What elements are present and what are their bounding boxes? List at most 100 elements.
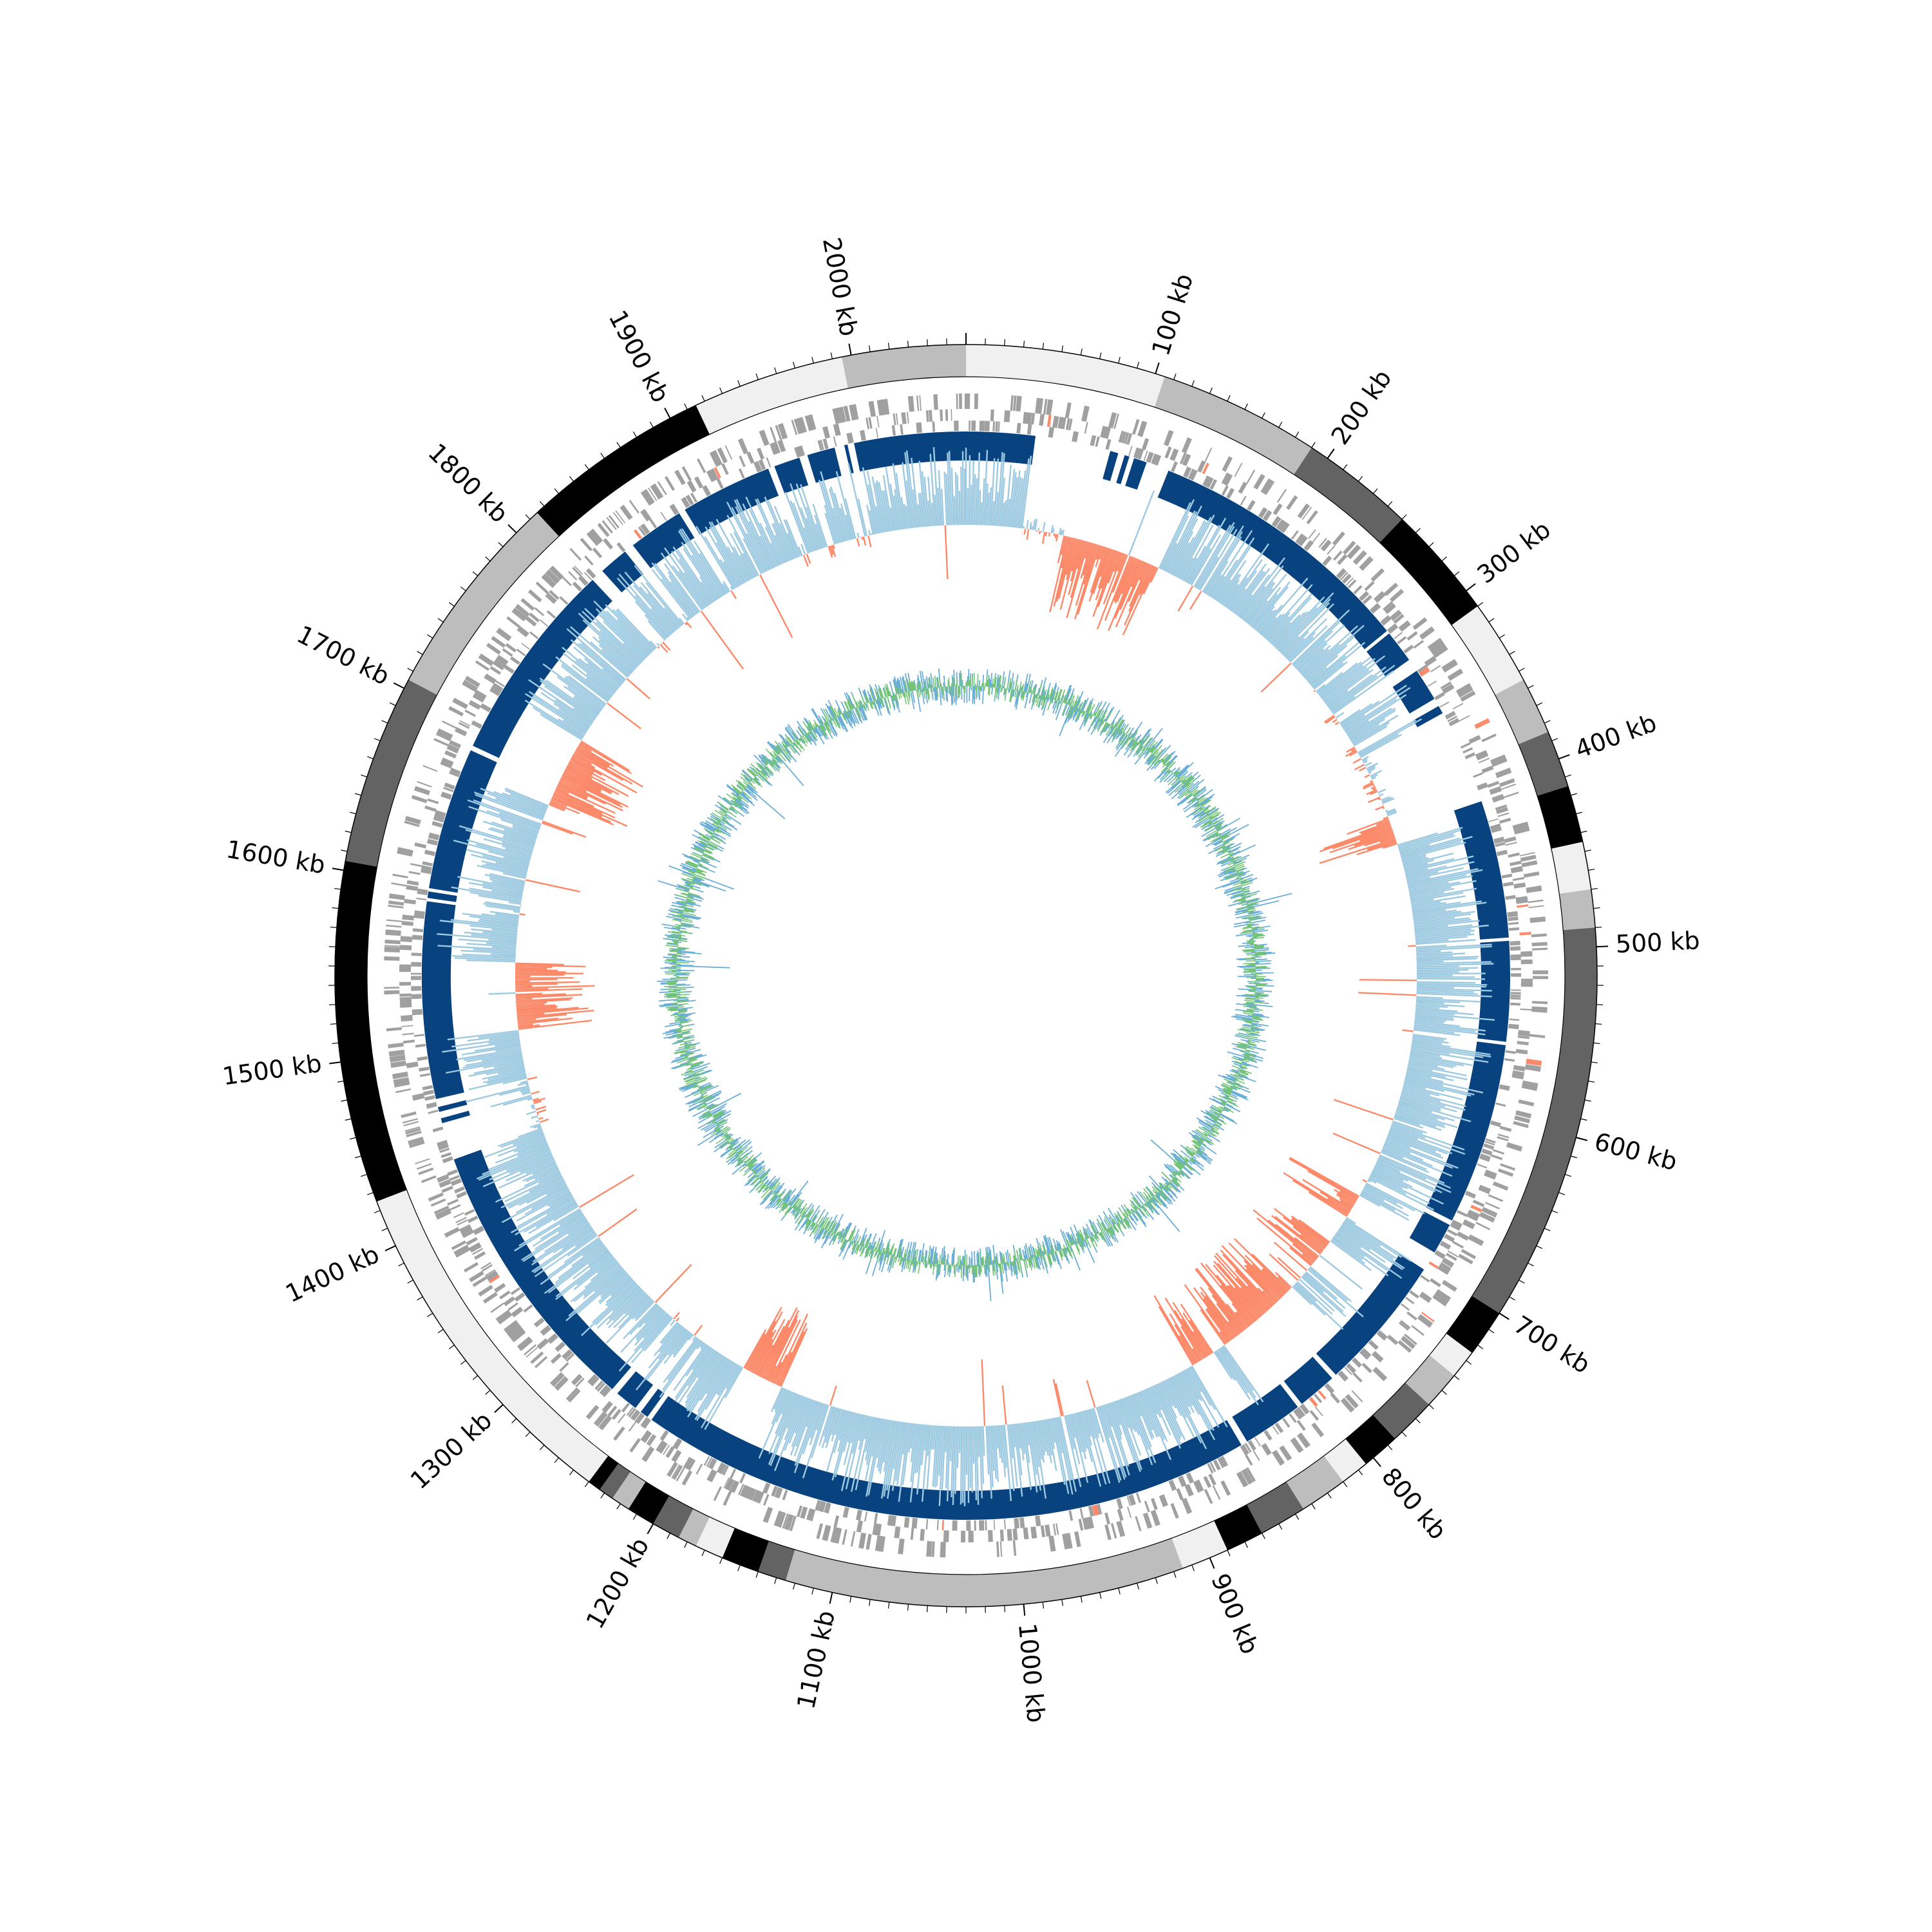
minor-tick <box>525 1432 531 1437</box>
gene-mark <box>411 994 422 999</box>
gene-mark <box>702 485 711 497</box>
major-tick <box>1327 448 1335 459</box>
gene-mark <box>1007 410 1010 422</box>
homology-block-30 <box>844 444 854 474</box>
minor-tick <box>1519 1280 1525 1283</box>
gene-mark <box>1340 572 1349 581</box>
gene-mark <box>1308 529 1316 540</box>
contig-segment-25 <box>678 1509 710 1546</box>
gene-mark <box>1497 1168 1514 1177</box>
gene-mark <box>1439 1240 1452 1250</box>
gene-mark <box>1468 1234 1484 1246</box>
gene-mark <box>472 1276 488 1287</box>
gene-mark <box>442 720 457 729</box>
gene-mark <box>926 1540 930 1557</box>
gene-mark <box>428 835 439 841</box>
gene-mark <box>510 656 520 665</box>
gene-mark <box>1528 905 1544 909</box>
gene-mark <box>1274 505 1283 515</box>
gene-mark <box>1477 1163 1488 1169</box>
gene-mark <box>419 1066 430 1072</box>
gene-mark <box>1372 1367 1388 1381</box>
gene-mark <box>423 1090 434 1096</box>
gene-mark <box>399 964 412 969</box>
minor-tick <box>869 345 871 352</box>
gene-mark <box>995 421 998 432</box>
minor-tick <box>1261 412 1265 419</box>
gene-mark <box>386 924 402 928</box>
minor-tick <box>1415 1418 1421 1424</box>
gene-mark <box>503 1296 515 1307</box>
gene-mark <box>1397 636 1407 645</box>
gene-mark <box>936 1519 939 1530</box>
gene-mark <box>1479 1211 1495 1223</box>
gene-mark <box>455 1217 467 1224</box>
gene-mark <box>1245 1454 1253 1466</box>
gene-mark <box>433 1206 450 1215</box>
gene-mark <box>1144 1501 1150 1513</box>
scale-ticks <box>328 333 1609 1616</box>
minor-tick <box>569 1470 574 1475</box>
gene-mark <box>1515 1110 1532 1119</box>
gene-mark <box>404 820 420 828</box>
gene-mark <box>1202 462 1209 475</box>
gene-mark <box>628 1408 636 1418</box>
gene-mark <box>1460 742 1471 749</box>
gene-mark <box>1466 1212 1479 1222</box>
minor-tick <box>632 431 638 438</box>
gene-mark <box>964 393 966 409</box>
contig-segment-11 <box>1446 1296 1500 1353</box>
gene-mark <box>974 1520 976 1531</box>
gene-mark <box>907 395 914 412</box>
gene-mark <box>478 1285 493 1297</box>
gene-mark <box>1241 1470 1251 1485</box>
gene-mark <box>843 406 851 422</box>
gene-mark <box>438 1143 449 1151</box>
gene-mark <box>1184 1484 1194 1497</box>
gene-mark <box>1340 1397 1355 1413</box>
gene-mark <box>518 1338 533 1351</box>
gene-mark <box>717 447 728 464</box>
gene-mark <box>708 468 719 481</box>
minor-tick <box>448 1345 455 1349</box>
gene-mark <box>429 832 440 838</box>
gene-mark <box>712 450 723 466</box>
gene-mark <box>916 422 922 433</box>
minor-tick <box>667 1533 671 1539</box>
gene-mark <box>1353 585 1363 594</box>
gene-mark <box>514 1292 526 1302</box>
gene-mark <box>723 1490 732 1506</box>
gene-mark <box>617 1413 626 1424</box>
minor-tick <box>448 602 455 607</box>
gene-mark <box>763 1493 770 1506</box>
gene-mark <box>444 750 457 759</box>
gene-mark <box>833 423 841 436</box>
gene-mark <box>868 417 873 429</box>
gene-mark <box>697 458 706 473</box>
gene-mark <box>454 1186 465 1194</box>
gene-mark <box>1508 852 1520 858</box>
gene-mark <box>571 1374 581 1384</box>
gene-mark <box>616 542 626 553</box>
gene-mark <box>421 1175 437 1183</box>
minor-tick <box>1428 1404 1434 1410</box>
gene-mark <box>1434 1250 1446 1260</box>
gene-mark <box>1489 786 1502 795</box>
gene-mark <box>1420 1274 1430 1283</box>
minor-tick <box>1441 1390 1447 1395</box>
gene-mark <box>1411 1325 1425 1336</box>
gene-mark <box>459 720 471 727</box>
gene-mark <box>822 426 830 439</box>
gene-mark <box>1254 1437 1261 1447</box>
gene-mark <box>1046 415 1052 427</box>
gene-mark <box>507 1325 523 1338</box>
gene-mark <box>1352 1372 1363 1383</box>
gene-mark <box>1457 685 1473 698</box>
gene-mark <box>1517 1035 1530 1039</box>
gene-mark <box>1295 533 1304 544</box>
gene-mark <box>942 1520 944 1531</box>
contig-segment-30 <box>589 1455 619 1490</box>
gene-mark <box>1207 478 1213 488</box>
gene-mark <box>1012 1528 1018 1540</box>
gene-mark <box>1182 453 1191 466</box>
